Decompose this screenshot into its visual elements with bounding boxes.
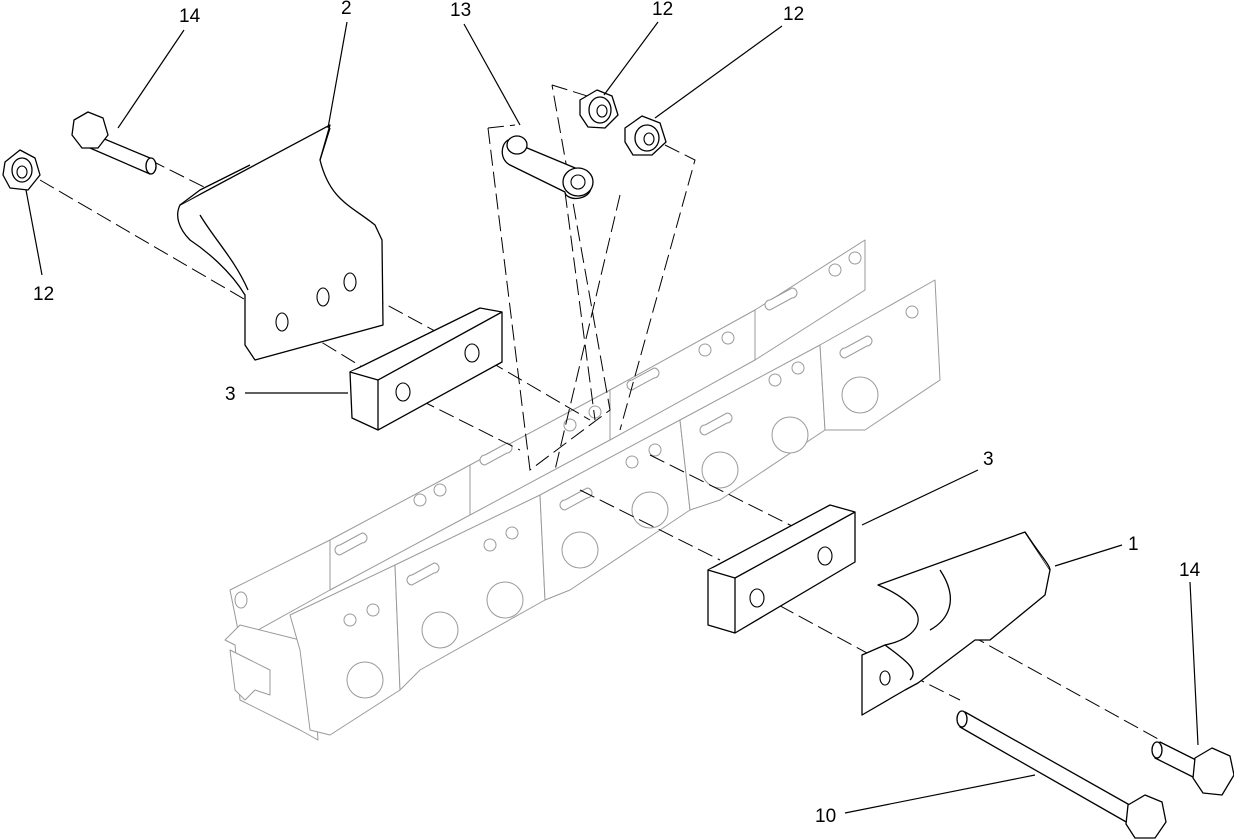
callout-12-a: 12 [652, 0, 673, 20]
part-2-upper-bracket [177, 124, 384, 361]
part-12-nut-a [579, 89, 619, 129]
callout-2: 2 [341, 0, 352, 19]
callout-1: 1 [1128, 534, 1139, 555]
chain-end-detail [229, 649, 271, 701]
part-12-nut-b [624, 115, 667, 156]
callout-13: 13 [450, 0, 471, 21]
drag-chain [224, 239, 941, 741]
part-3-plate-right [707, 504, 856, 634]
part-10-long-bolt [956, 710, 1167, 839]
callout-3-left: 3 [225, 384, 236, 405]
part-14-bolt-top [71, 111, 157, 175]
part-13-spacer [501, 135, 594, 200]
callouts: 14 2 13 12 12 12 3 3 1 14 10 [33, 0, 1201, 827]
leader-lines [25, 21, 1199, 814]
callout-12-b: 12 [783, 4, 804, 25]
callout-12-left: 12 [33, 284, 54, 305]
callout-14-top: 14 [179, 6, 201, 27]
part-12-nut-left [2, 149, 41, 191]
part-14-bolt-right [1151, 741, 1234, 796]
callout-10: 10 [815, 806, 836, 827]
callout-3-right: 3 [983, 449, 994, 470]
callout-14-right: 14 [1179, 560, 1201, 581]
part-3-plate-left [349, 307, 503, 431]
chain-front-row [224, 279, 941, 741]
chain-back-row [229, 239, 866, 641]
part-1-lower-bracket [861, 531, 1051, 716]
